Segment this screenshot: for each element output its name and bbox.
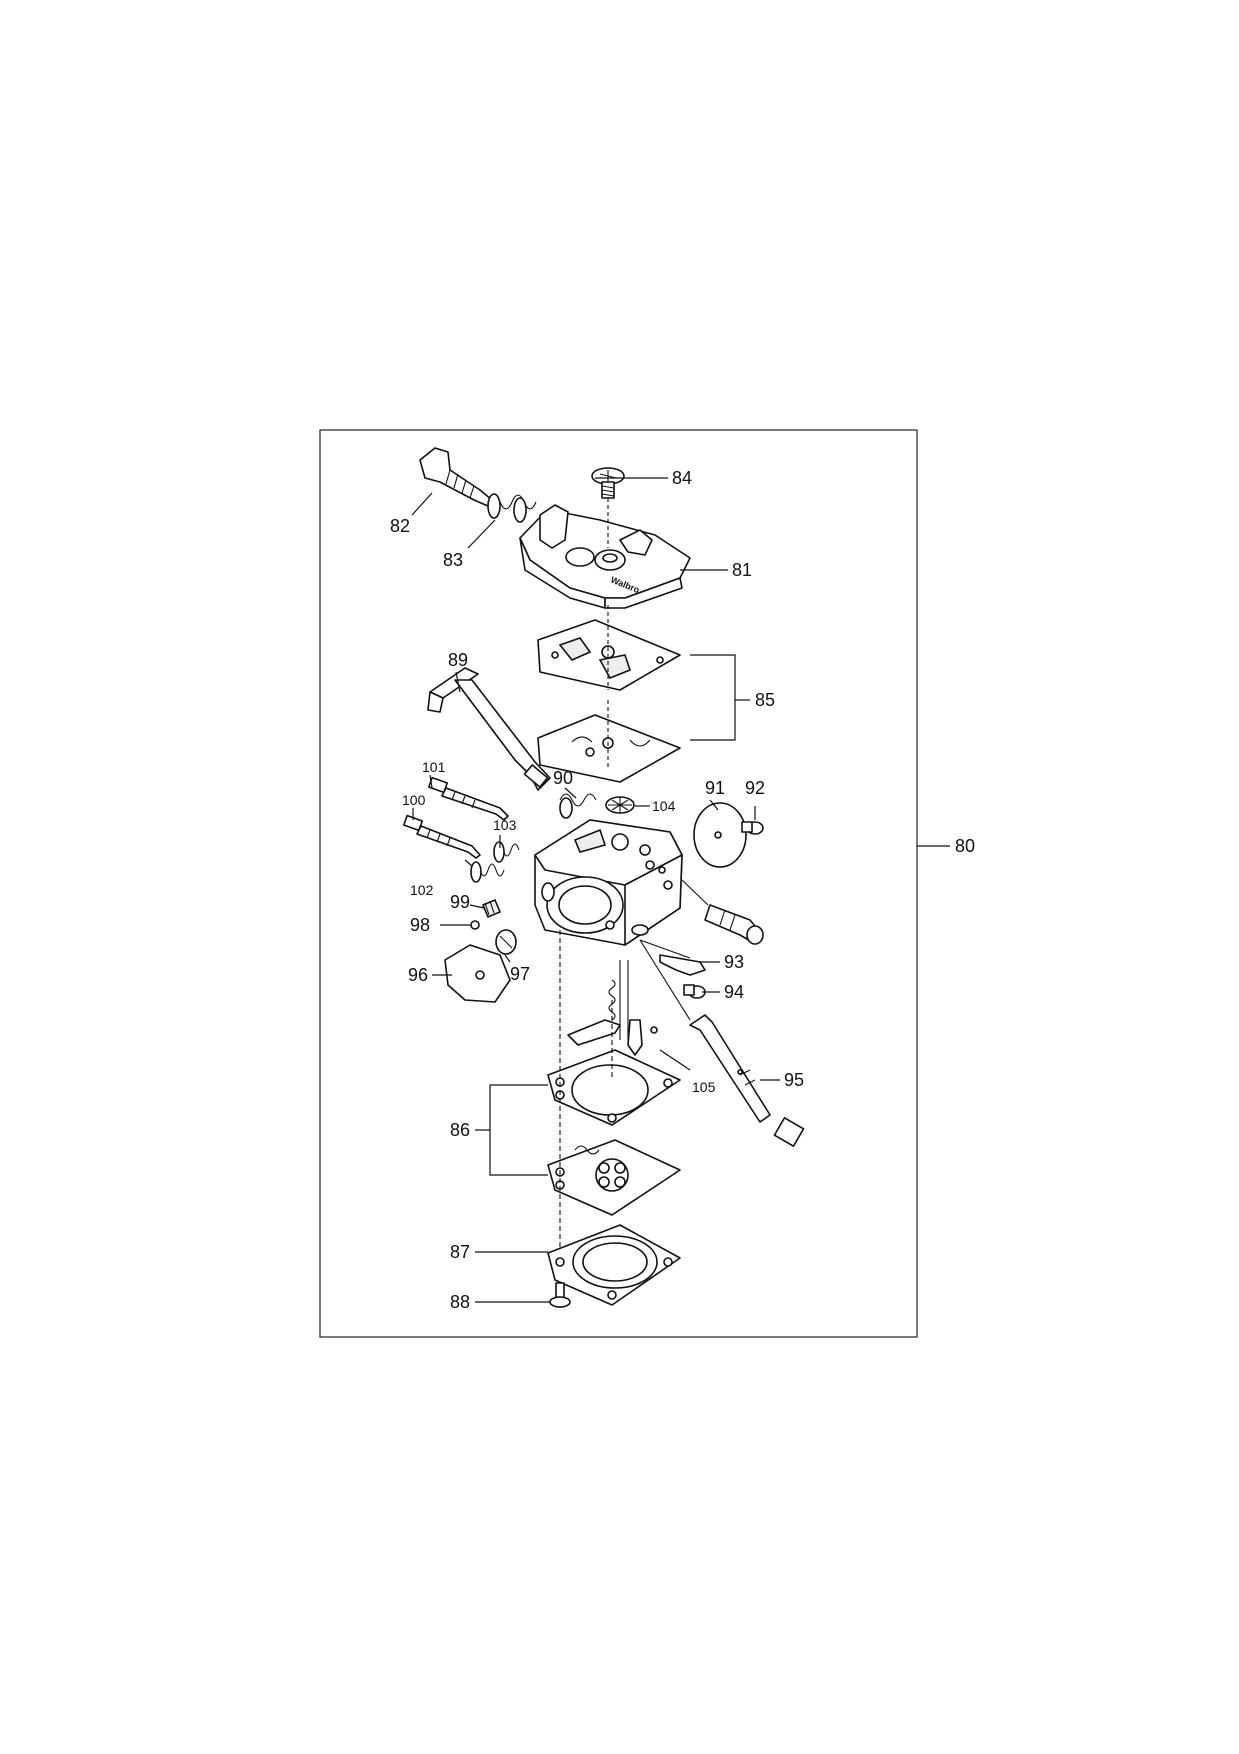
metering-gasket	[537, 619, 681, 691]
throttle-shaft	[427, 667, 551, 791]
adjusting-screw	[419, 447, 493, 507]
throttle-plate	[693, 802, 747, 868]
inlet-control-lever	[639, 939, 706, 976]
carburetor-body	[534, 819, 683, 946]
callout-103: 103	[493, 817, 517, 833]
callout-86: 86	[450, 1120, 470, 1140]
inlet-screen	[605, 796, 635, 814]
needle-spring-high	[493, 841, 520, 863]
callout-104: 104	[652, 798, 676, 814]
callout-99: 99	[450, 892, 470, 912]
callout-97: 97	[510, 964, 530, 984]
callout-98: 98	[410, 915, 430, 935]
bracket-86	[489, 1084, 548, 1176]
callout-80: 80	[955, 836, 975, 856]
choke-shaft	[495, 929, 517, 955]
main-jet-shaft	[689, 1014, 805, 1147]
lever-screw	[683, 984, 706, 999]
adjusting-spring	[487, 493, 537, 523]
callout-91: 91	[705, 778, 725, 798]
callout-105: 105	[692, 1079, 716, 1095]
callout-88: 88	[450, 1292, 470, 1312]
callout-100: 100	[402, 792, 426, 808]
pump-cover: Walbro	[519, 504, 691, 609]
callout-81: 81	[732, 560, 752, 580]
callout-102: 102	[410, 882, 434, 898]
callout-95: 95	[784, 1070, 804, 1090]
bracket-85	[690, 654, 736, 741]
callout-89: 89	[448, 650, 468, 670]
cover-screw	[591, 467, 625, 499]
callout-94: 94	[724, 982, 744, 1002]
pump-gasket	[547, 1049, 681, 1126]
callout-90: 90	[553, 768, 573, 788]
inlet-needle-assembly	[567, 960, 658, 1056]
detent-spring	[481, 898, 502, 919]
callout-84: 84	[672, 468, 692, 488]
check-ball	[470, 920, 480, 930]
callout-82: 82	[390, 516, 410, 536]
bottom-cover-screw	[549, 1282, 571, 1308]
callout-96: 96	[408, 965, 428, 985]
callout-92: 92	[745, 778, 765, 798]
needle-spring-low	[470, 861, 505, 883]
callout-87: 87	[450, 1242, 470, 1262]
callout-83: 83	[443, 550, 463, 570]
fuel-inlet-fitting	[704, 904, 764, 945]
bottom-cover	[547, 1224, 681, 1306]
throttle-plate-screw	[741, 821, 764, 835]
callout-93: 93	[724, 952, 744, 972]
choke-plate	[444, 944, 511, 1003]
diagram-frame	[319, 429, 918, 1338]
mixture-needle-low	[402, 814, 481, 859]
callout-85: 85	[755, 690, 775, 710]
throttle-spring	[559, 793, 597, 819]
callout-101: 101	[422, 759, 446, 775]
pump-diaphragm	[547, 1139, 681, 1216]
mixture-needle-high	[427, 776, 509, 821]
